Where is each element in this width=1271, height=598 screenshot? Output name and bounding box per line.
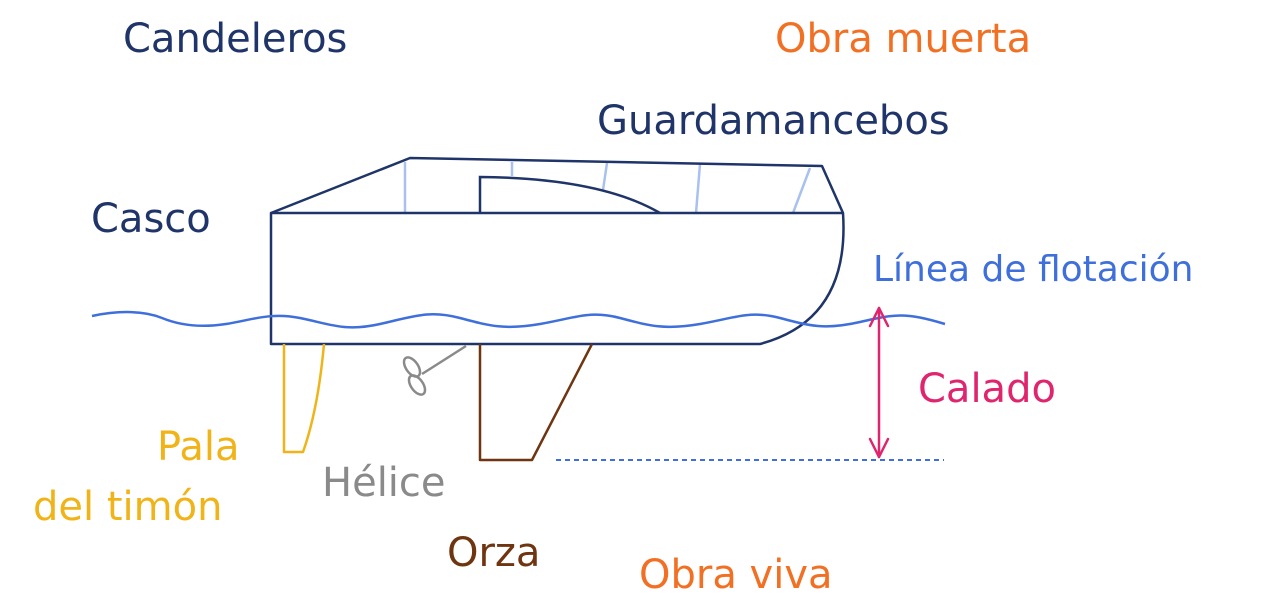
label-obra-viva: Obra viva bbox=[639, 552, 833, 598]
label-obra-muerta: Obra muerta bbox=[775, 16, 1032, 62]
label-orza: Orza bbox=[447, 530, 541, 576]
label-helice: Hélice bbox=[322, 460, 446, 506]
stanchion bbox=[791, 167, 812, 214]
hull bbox=[269, 211, 845, 346]
draft-arrow-head-top bbox=[868, 306, 890, 328]
stanchion bbox=[601, 162, 609, 191]
propeller bbox=[402, 344, 467, 396]
label-calado: Calado bbox=[918, 366, 1056, 412]
stanchions bbox=[403, 162, 812, 214]
label-pala-timon-line2: del timón bbox=[33, 484, 223, 530]
label-guardamancebos: Guardamancebos bbox=[597, 98, 950, 144]
rudder bbox=[282, 343, 326, 454]
stanchion bbox=[694, 163, 702, 214]
label-linea-flotacion: Línea de flotación bbox=[873, 249, 1194, 290]
waterline bbox=[91, 310, 946, 329]
propeller-shaft bbox=[421, 344, 467, 376]
keel bbox=[478, 343, 594, 462]
draft-arrow-head-bottom bbox=[868, 437, 890, 459]
cabin bbox=[478, 175, 661, 215]
lifeline-outline bbox=[270, 156, 845, 215]
draft-arrow bbox=[868, 306, 890, 459]
label-pala-timon-line1: Pala bbox=[157, 424, 240, 470]
label-candeleros: Candeleros bbox=[123, 16, 348, 62]
propeller-blade bbox=[407, 374, 427, 396]
propeller-blade bbox=[402, 356, 422, 378]
label-casco: Casco bbox=[91, 196, 211, 242]
